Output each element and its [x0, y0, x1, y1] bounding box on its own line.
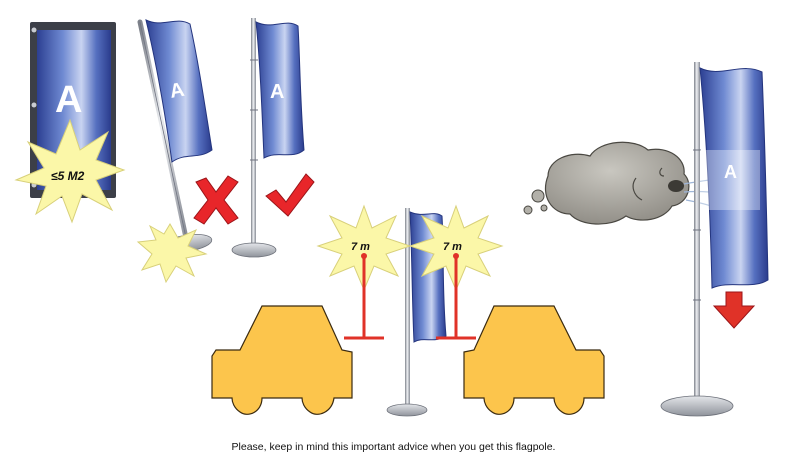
burst-shape [14, 118, 126, 224]
flag [255, 21, 305, 159]
pole [251, 18, 256, 248]
flag-letter: A [724, 162, 737, 182]
leaning-flagpole-group: A [136, 19, 213, 284]
flag [699, 67, 769, 289]
right-car-icon [463, 305, 605, 415]
frame-rivet [31, 102, 37, 108]
left-car-icon [211, 305, 353, 415]
check-icon [265, 173, 315, 217]
pole [405, 208, 410, 410]
right-distance-burst: 7 m [408, 204, 504, 292]
correct-flagpole-group: A [231, 18, 305, 258]
frame-rivet [31, 27, 37, 33]
flag-letter: A [270, 81, 284, 103]
flag-letter: A [168, 79, 186, 103]
pole-base [231, 242, 277, 258]
wind-cloud-icon [523, 141, 690, 225]
weighted-base [660, 395, 734, 417]
distance-right-label: 7 m [443, 241, 462, 253]
leaning-flag [145, 19, 213, 163]
right-distance-marker [436, 253, 476, 340]
down-arrow-icon [712, 291, 756, 329]
area-limit-burst: ≤5 M2 [14, 118, 126, 224]
flag-letter: A [55, 79, 82, 121]
pole [694, 62, 700, 402]
impact-burst [136, 223, 208, 284]
cloud [544, 141, 690, 225]
distance-left-label: 7 m [351, 241, 370, 253]
windy-flagpole-group: A [660, 62, 769, 417]
cross-icon [193, 175, 239, 225]
left-distance-marker [344, 253, 384, 340]
max-area-label: ≤5 M2 [51, 169, 85, 183]
advice-caption: Please, keep in mind this important advi… [231, 441, 556, 453]
pole-base [386, 403, 428, 417]
